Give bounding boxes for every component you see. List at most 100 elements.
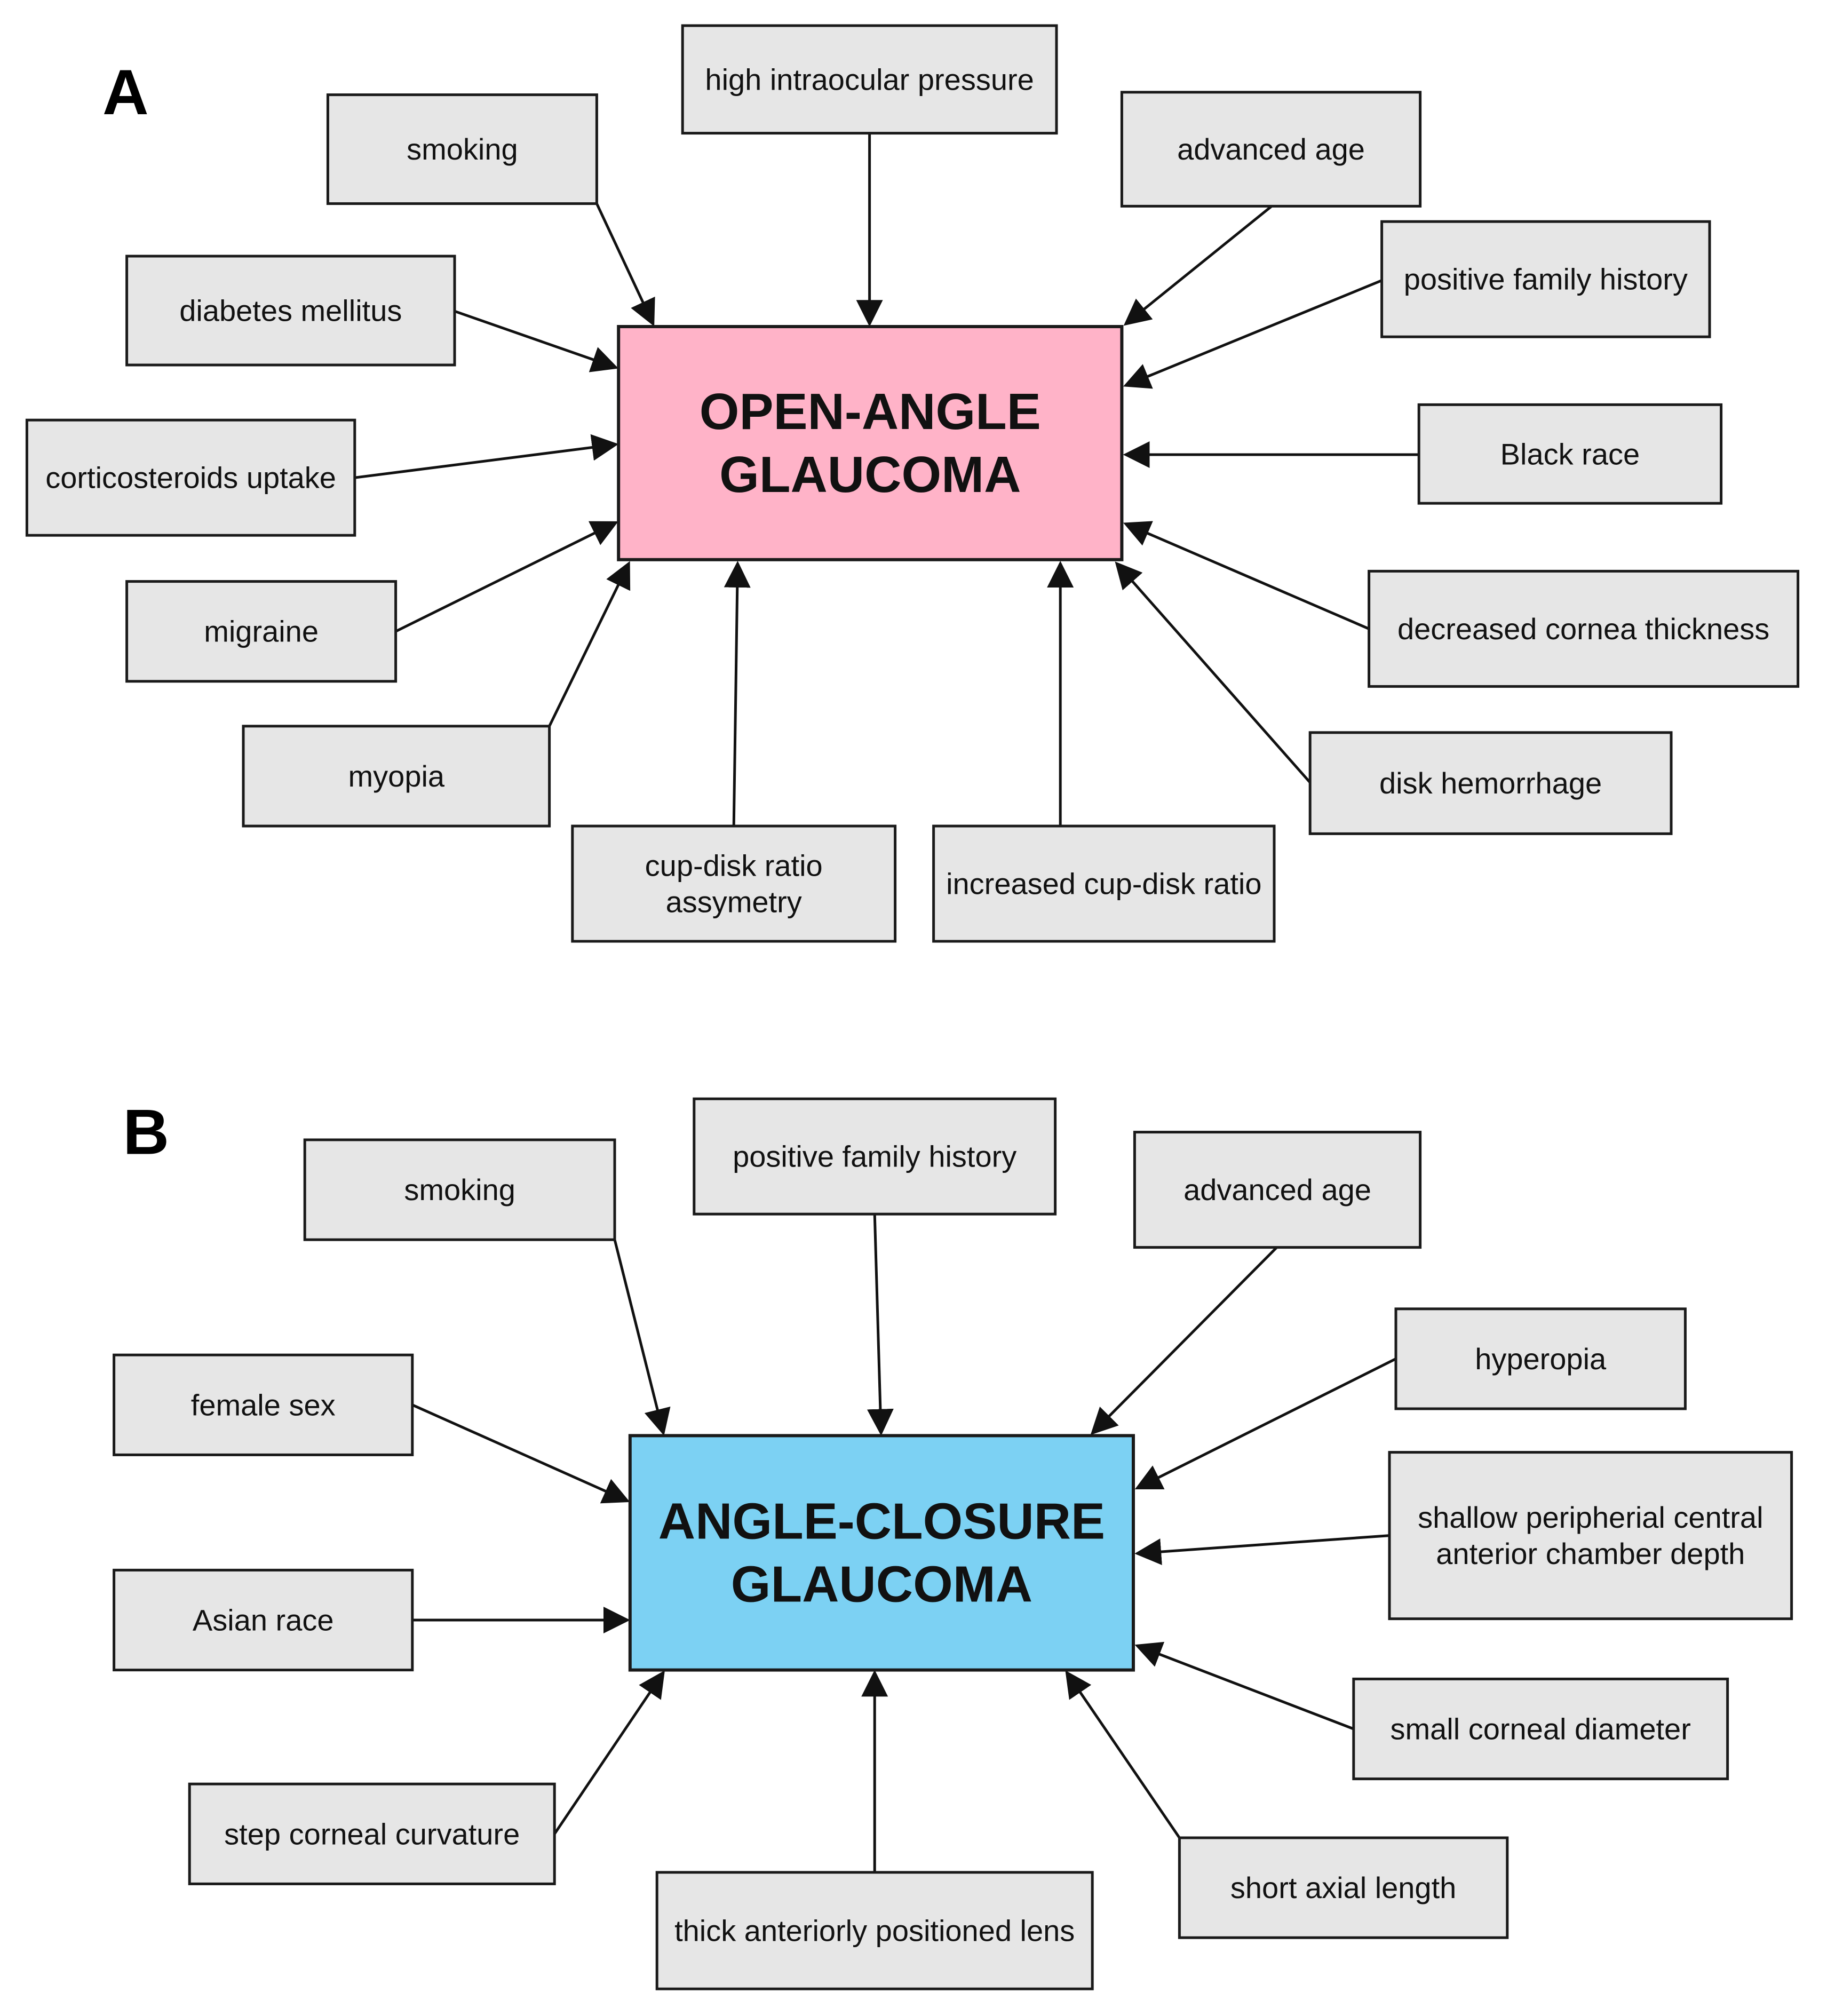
factor-small-corneal-diameter: small corneal diameter	[1352, 1677, 1729, 1781]
hyperopia-box	[1394, 1307, 1687, 1410]
advanced-age-box	[1133, 1131, 1422, 1249]
small-corneal-diameter-box	[1352, 1677, 1729, 1781]
panel-b-center-title-line-1: ANGLE-CLOSURE	[658, 1493, 1105, 1550]
panel-a-center-title-line-1: OPEN-ANGLE	[700, 383, 1041, 440]
high-iop-box	[681, 24, 1058, 135]
factor-migraine: migraine	[125, 580, 398, 683]
smoking-arrow	[595, 203, 655, 327]
shallow-chamber-box	[1388, 1451, 1793, 1621]
short-axial-length-arrow	[1065, 1670, 1181, 1839]
factor-diabetes: diabetes mellitus	[125, 255, 456, 367]
factor-cornea-thickness: decreased cornea thickness	[1368, 569, 1800, 688]
corticosteroids-arrow	[354, 434, 619, 479]
smoking-box	[326, 93, 598, 205]
factor-family-history: positive family history	[693, 1097, 1057, 1216]
family-history-label-line-1: positive family history	[1404, 263, 1688, 296]
advanced-age-label-line-1: advanced age	[1177, 132, 1365, 166]
disk-hemorrhage-box	[1308, 731, 1673, 835]
panel-a: A OPEN-ANGLE GLAUCOMA smoking high intraocul…	[25, 24, 1800, 943]
shallow-chamber-label-line-2: anterior chamber depth	[1436, 1537, 1745, 1570]
panel-a-center-box	[617, 325, 1124, 561]
factor-myopia: myopia	[242, 725, 551, 828]
panel-a-center-title-line-2: GLAUCOMA	[719, 446, 1021, 503]
black-race-box	[1417, 403, 1723, 505]
panel-b-arrows	[411, 1214, 1397, 1872]
corticosteroids-box	[25, 418, 356, 537]
disk-hemorrhage-arrow	[1115, 561, 1312, 784]
step-corneal-curvature-arrow	[553, 1670, 665, 1835]
myopia-arrow	[548, 561, 631, 727]
female-sex-box	[113, 1353, 414, 1456]
asian-race-box	[113, 1568, 414, 1672]
cornea-thickness-box	[1368, 569, 1800, 688]
factor-black-race: Black race	[1417, 403, 1723, 505]
advanced-age-arrow	[1090, 1246, 1278, 1435]
female-sex-arrow	[411, 1403, 630, 1504]
family-history-arrow	[1123, 279, 1383, 389]
panel-a-center-node: OPEN-ANGLE GLAUCOMA	[617, 325, 1124, 561]
factor-corticosteroids: corticosteroids uptake	[25, 418, 356, 537]
hyperopia-arrow	[1134, 1358, 1397, 1490]
diabetes-arrow	[454, 309, 619, 372]
shallow-chamber-label-line-1: shallow peripherial central	[1418, 1501, 1763, 1534]
family-history-box	[1380, 220, 1711, 338]
cup-disk-asymmetry-arrow	[724, 561, 751, 827]
factor-advanced-age: advanced age	[1120, 91, 1422, 208]
panel-b-center-title-line-2: GLAUCOMA	[731, 1556, 1032, 1613]
smoking-box	[303, 1138, 616, 1241]
increased-cup-disk-box	[932, 824, 1276, 943]
cup-disk-asymmetry-label-line-1: cup-disk ratio	[645, 849, 823, 883]
corticosteroids-label-line-1: corticosteroids uptake	[45, 461, 336, 495]
small-corneal-diameter-label-line-1: small corneal diameter	[1391, 1712, 1691, 1746]
panel-a-arrows	[354, 133, 1419, 827]
factor-increased-cup-disk: increased cup-disk ratio	[932, 824, 1276, 943]
panel-b-center-node: ANGLE-CLOSURE GLAUCOMA	[628, 1434, 1135, 1672]
family-history-label-line-1: positive family history	[733, 1140, 1016, 1173]
thick-lens-box	[655, 1871, 1094, 1990]
family-history-box	[693, 1097, 1057, 1216]
panel-b: B ANGLE-CLOSURE GLAUCOMA smoking positive fa…	[113, 1097, 1793, 1990]
factor-female-sex: female sex	[113, 1353, 414, 1456]
diabetes-box	[125, 255, 456, 367]
panel-b-label: B	[123, 1097, 169, 1168]
diabetes-label-line-1: diabetes mellitus	[179, 294, 402, 328]
factor-hyperopia: hyperopia	[1394, 1307, 1687, 1410]
shallow-chamber-arrow	[1134, 1534, 1390, 1565]
advanced-age-label-line-1: advanced age	[1183, 1173, 1371, 1207]
step-corneal-curvature-box	[188, 1782, 556, 1885]
factor-family-history: positive family history	[1380, 220, 1711, 338]
migraine-arrow	[395, 521, 618, 633]
advanced-age-arrow	[1123, 205, 1273, 326]
migraine-box	[125, 580, 398, 683]
cornea-thickness-label-line-1: decreased cornea thickness	[1397, 612, 1769, 646]
advanced-age-box	[1120, 91, 1422, 208]
factor-advanced-age: advanced age	[1133, 1131, 1422, 1249]
myopia-label-line-1: myopia	[348, 759, 445, 793]
panel-b-center-box	[628, 1434, 1135, 1672]
step-corneal-curvature-label-line-1: step corneal curvature	[224, 1817, 520, 1851]
factor-smoking: smoking	[326, 93, 598, 205]
panel-a-label: A	[102, 57, 149, 128]
asian-race-label-line-1: Asian race	[193, 1604, 334, 1637]
short-axial-length-box	[1178, 1836, 1509, 1939]
migraine-label-line-1: migraine	[204, 615, 319, 648]
increased-cup-disk-label-line-1: increased cup-disk ratio	[946, 867, 1261, 901]
cup-disk-asymmetry-box	[571, 824, 897, 943]
small-corneal-diameter-arrow	[1134, 1641, 1354, 1731]
female-sex-label-line-1: female sex	[191, 1388, 336, 1422]
factor-smoking: smoking	[303, 1138, 616, 1241]
cup-disk-asymmetry-label-line-2: assymetry	[666, 885, 802, 919]
disk-hemorrhage-label-line-1: disk hemorrhage	[1379, 766, 1602, 800]
high-iop-label-line-1: high intraocular pressure	[705, 62, 1034, 96]
factor-asian-race: Asian race	[113, 1568, 414, 1672]
smoking-label-line-1: smoking	[407, 132, 518, 166]
hyperopia-label-line-1: hyperopia	[1475, 1342, 1607, 1376]
myopia-box	[242, 725, 551, 828]
factor-high-iop: high intraocular pressure	[681, 24, 1058, 135]
factor-step-corneal-curvature: step corneal curvature	[188, 1782, 556, 1885]
thick-lens-label-line-1: thick anteriorly positioned lens	[674, 1914, 1075, 1948]
cornea-thickness-arrow	[1123, 521, 1370, 630]
